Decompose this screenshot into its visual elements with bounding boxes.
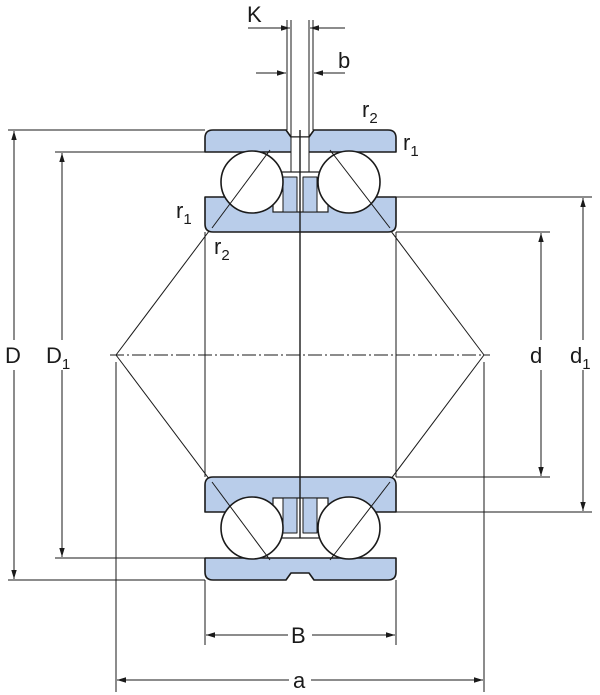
outer-ring-bottom [204,557,397,581]
dimension-lines [11,25,586,683]
label-b: b [338,48,350,73]
label-r2-left: r2 [214,234,230,264]
label-r1-top: r1 [403,130,419,160]
ball [317,150,381,214]
ball [220,496,284,560]
label-D: D [5,343,21,368]
label-B: B [291,623,306,648]
ball [220,150,284,214]
label-a: a [293,668,306,693]
ball [317,496,381,560]
top-section [204,129,397,233]
label-D1: D1 [46,343,70,373]
label-r1-left: r1 [176,198,192,228]
label-r2-top: r2 [362,97,378,127]
label-d1: d1 [570,343,591,373]
label-d: d [530,343,542,368]
bottom-section [204,476,397,581]
extension-lines [8,20,592,692]
bearing-outline [204,232,397,477]
label-K: K [247,2,262,27]
